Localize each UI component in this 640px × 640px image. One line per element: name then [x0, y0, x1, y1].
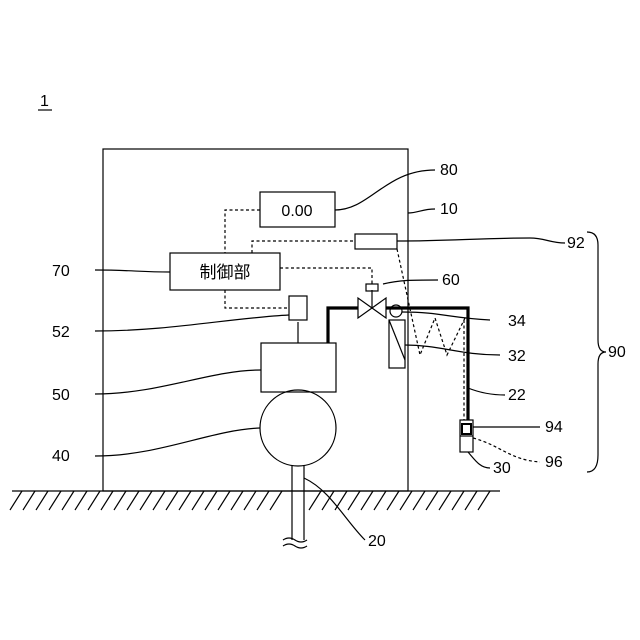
label-80: 80 — [440, 162, 458, 179]
hatch-stroke — [478, 491, 490, 510]
label-90: 90 — [608, 344, 626, 361]
valve-left-triangle — [358, 298, 372, 318]
label-30: 30 — [493, 460, 511, 477]
hatch-stroke — [62, 491, 74, 510]
label-20: 20 — [368, 533, 386, 550]
label-50: 50 — [52, 387, 70, 404]
hatch-stroke — [374, 491, 386, 510]
label-40: 40 — [52, 448, 70, 465]
leader-40 — [95, 428, 260, 456]
signal-display-controller — [225, 210, 260, 253]
hatch-stroke — [36, 491, 48, 510]
hatch-stroke — [166, 491, 178, 510]
hatch-stroke — [205, 491, 217, 510]
hatch-stroke — [23, 491, 35, 510]
valve-right-triangle — [372, 298, 386, 318]
display-value: 0.00 — [281, 203, 312, 220]
label-94: 94 — [545, 419, 563, 436]
pipe-22 — [328, 308, 468, 420]
part-32 — [389, 320, 405, 368]
housing — [103, 149, 408, 491]
motor — [261, 343, 336, 392]
hatch-stroke — [153, 491, 165, 510]
label-32: 32 — [508, 348, 526, 365]
leader-22 — [468, 388, 505, 395]
ground — [10, 491, 500, 510]
leader-80 — [335, 170, 435, 210]
sensor — [289, 296, 307, 320]
hatch-stroke — [88, 491, 100, 510]
leader-10 — [408, 209, 435, 213]
hatch-stroke — [231, 491, 243, 510]
hatch-stroke — [426, 491, 438, 510]
hatch-stroke — [75, 491, 87, 510]
leader-70 — [95, 270, 170, 272]
label-70: 70 — [52, 263, 70, 280]
hatch-stroke — [270, 491, 282, 510]
hatch-stroke — [10, 491, 22, 510]
hatch-stroke — [179, 491, 191, 510]
label-60: 60 — [442, 272, 460, 289]
signal-controller-sensor — [225, 290, 289, 308]
ground-hatching — [10, 491, 490, 510]
part-32-diagonal — [389, 320, 405, 360]
pipe-segment-motor-valve — [328, 308, 358, 343]
pipe-segment-valve-nozzle — [386, 308, 468, 420]
hatch-stroke — [127, 491, 139, 510]
label-52: 52 — [52, 324, 70, 341]
valve-actuator — [366, 284, 378, 291]
hatch-stroke — [452, 491, 464, 510]
leader-34 — [402, 312, 490, 320]
nozzle-unit — [460, 420, 473, 452]
leader-52 — [95, 315, 289, 331]
label-96: 96 — [545, 454, 563, 471]
hatch-stroke — [348, 491, 360, 510]
figure-number: 1 — [40, 93, 49, 110]
label-34: 34 — [508, 313, 526, 330]
controller-label: 制御部 — [200, 263, 251, 283]
signal-controller-transmitter — [252, 241, 355, 253]
hatch-stroke — [49, 491, 61, 510]
break-mark-lower — [283, 544, 307, 548]
hatch-stroke — [244, 491, 256, 510]
well-pipe — [283, 465, 307, 548]
hatch-stroke — [465, 491, 477, 510]
hatch-stroke — [335, 491, 347, 510]
label-22: 22 — [508, 387, 526, 404]
hatch-stroke — [140, 491, 152, 510]
hatch-stroke — [387, 491, 399, 510]
hatch-stroke — [439, 491, 451, 510]
hatch-stroke — [400, 491, 412, 510]
hatch-stroke — [192, 491, 204, 510]
label-10: 10 — [440, 201, 458, 218]
valve — [358, 284, 386, 318]
hatch-stroke — [101, 491, 113, 510]
signal-wireless-zigzag — [397, 249, 465, 355]
hatch-stroke — [218, 491, 230, 510]
leader-50 — [95, 370, 261, 394]
hatch-stroke — [257, 491, 269, 510]
leader-30 — [468, 452, 490, 468]
label-92: 92 — [567, 235, 585, 252]
hatch-stroke — [413, 491, 425, 510]
leader-96 — [473, 438, 540, 462]
leader-92 — [397, 238, 565, 243]
signal-controller-valve — [280, 268, 372, 284]
hatch-stroke — [309, 491, 321, 510]
hatch-stroke — [114, 491, 126, 510]
leader-60 — [383, 280, 438, 284]
pump — [260, 390, 336, 466]
part-94 — [462, 424, 471, 434]
transmitter — [355, 234, 397, 249]
leader-lines — [95, 170, 565, 540]
leader-20 — [304, 478, 365, 540]
hatch-stroke — [361, 491, 373, 510]
brace-90 — [587, 232, 606, 472]
